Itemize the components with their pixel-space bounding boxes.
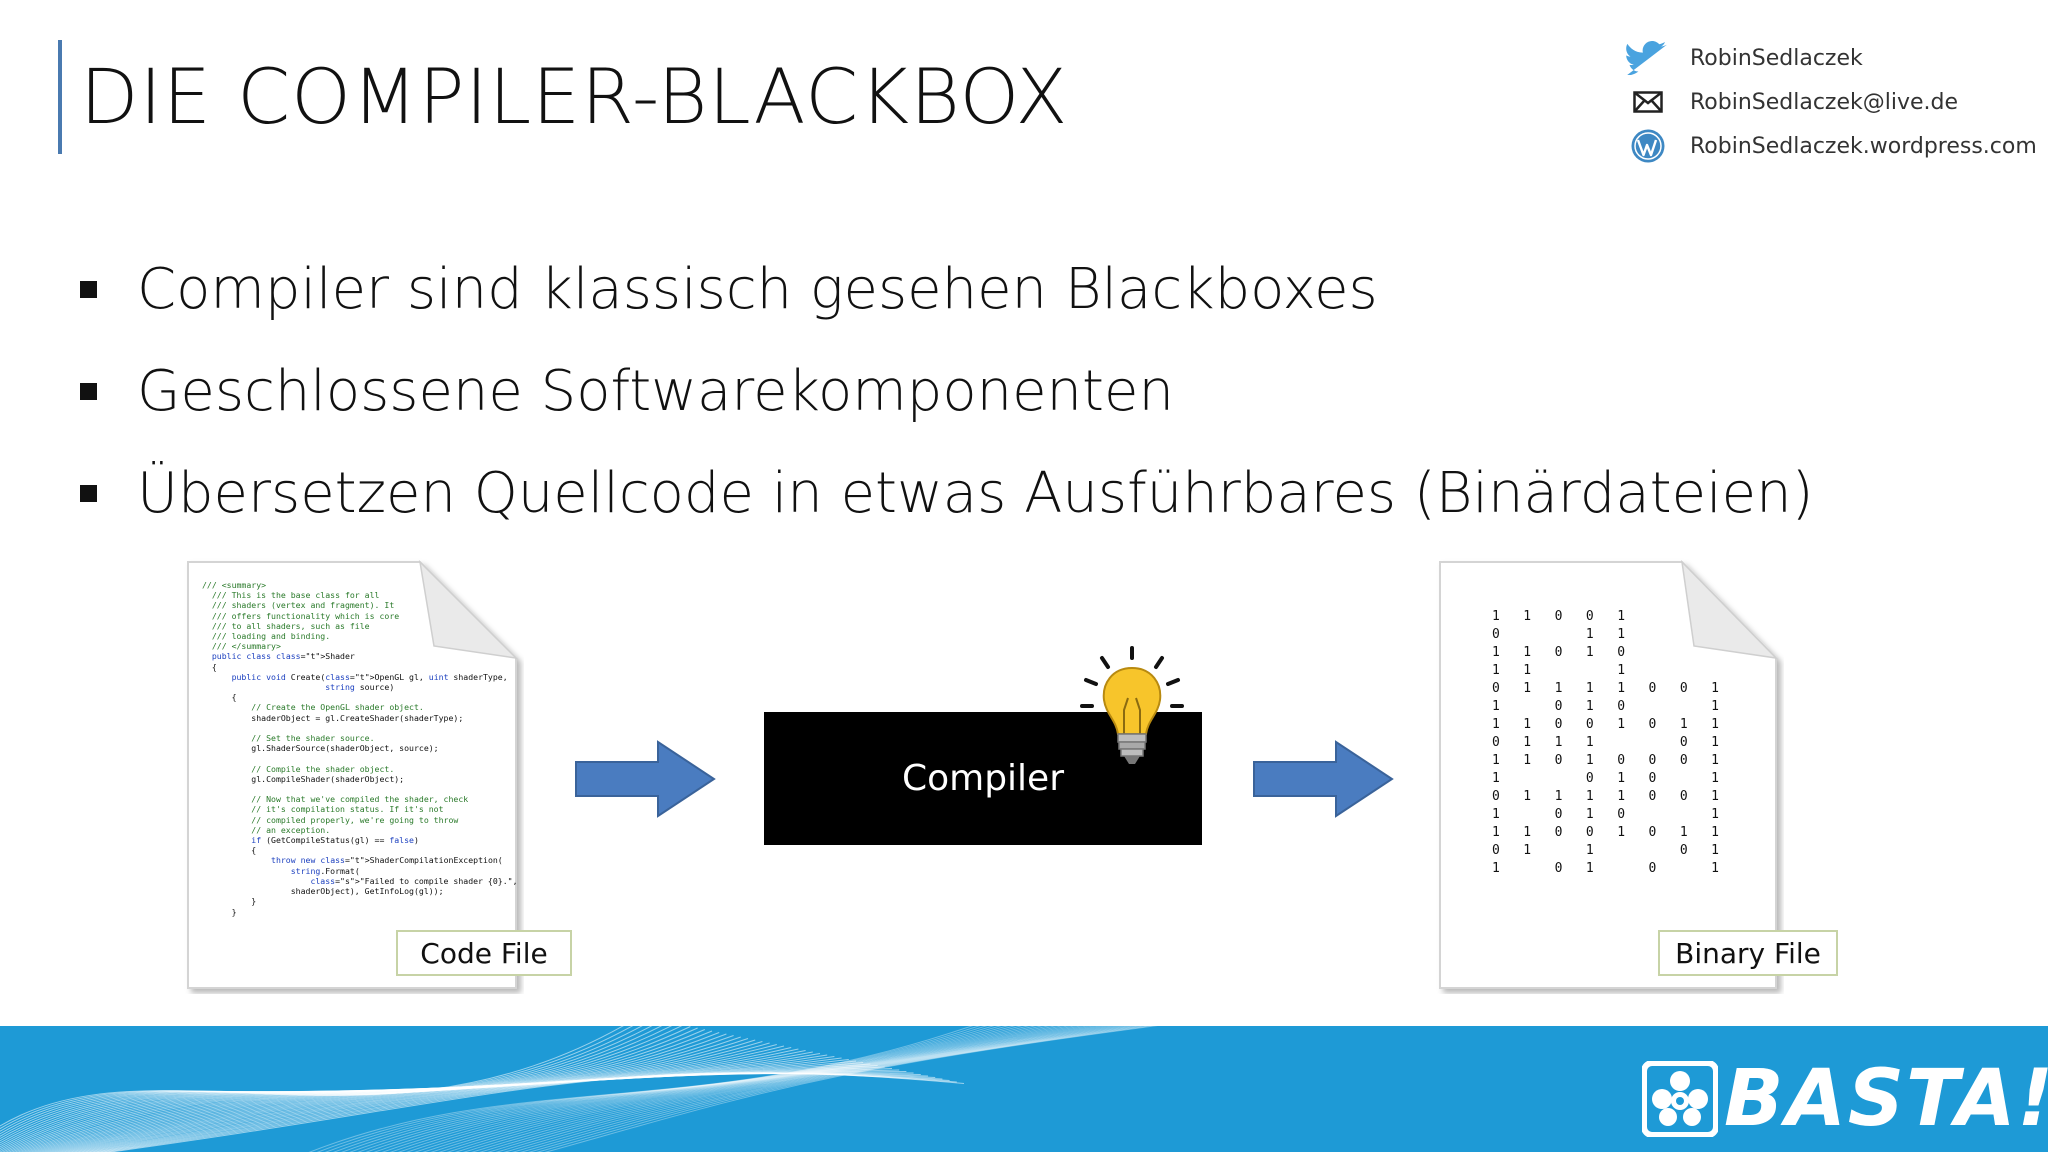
lightbulb-icon	[1080, 646, 1184, 764]
footer-banner	[0, 1026, 2048, 1152]
bullet-text: Übersetzen Quellcode in etwas Ausführbar…	[137, 460, 1814, 526]
wordpress-icon	[1626, 128, 1670, 164]
brand-text: BASTA!	[1724, 1054, 2048, 1144]
document-page-icon	[187, 559, 519, 989]
contact-wordpress[interactable]: RobinSedlaczek.wordpress.com	[1626, 124, 2037, 168]
code-preview: /// <summary> /// This is the base class…	[202, 580, 518, 917]
slide-title: DIE COMPILER-BLACKBOX	[80, 52, 1069, 141]
bullet-item: Compiler sind klassisch gesehen Blackbox…	[80, 238, 1813, 340]
bullet-marker	[80, 484, 97, 502]
title-accent-bar	[58, 40, 62, 154]
basta-logo: BASTA!	[1642, 1054, 2048, 1144]
bullet-marker	[80, 382, 97, 400]
mail-icon	[1626, 84, 1670, 120]
bullet-text: Geschlossene Softwarekomponenten	[137, 358, 1174, 424]
contact-twitter[interactable]: RobinSedlaczek	[1626, 36, 2037, 80]
bullet-list: Compiler sind klassisch gesehen Blackbox…	[80, 238, 1813, 544]
document-page-icon	[1439, 559, 1779, 989]
contact-mail-text: RobinSedlaczek@live.de	[1690, 89, 1959, 115]
arrow-right-icon	[1253, 740, 1394, 818]
bullet-item: Übersetzen Quellcode in etwas Ausführbar…	[80, 442, 1813, 544]
compiler-label: Compiler	[901, 758, 1065, 799]
twitter-icon	[1626, 40, 1670, 76]
binary-file-label: Binary File	[1658, 930, 1838, 976]
contact-twitter-text: RobinSedlaczek	[1690, 45, 1863, 71]
binary-preview: 1 1 0 0 1 0 1 1 1 1 0 1 0 1 1 1 0 1 1 1 …	[1492, 609, 1719, 876]
bullet-marker	[80, 280, 97, 298]
contact-wordpress-text: RobinSedlaczek.wordpress.com	[1690, 133, 2037, 159]
wave-pattern	[0, 1026, 2048, 1152]
bullet-text: Compiler sind klassisch gesehen Blackbox…	[137, 256, 1378, 322]
code-file-label: Code File	[396, 930, 572, 976]
binary-file-document: 1 1 0 0 1 0 1 1 1 1 0 1 0 1 1 1 0 1 1 1 …	[1436, 558, 1784, 994]
arrow-right-icon	[575, 740, 716, 818]
flower-icon	[1642, 1061, 1718, 1137]
code-file-document: /// <summary> /// This is the base class…	[184, 558, 524, 994]
contact-list: RobinSedlaczek RobinSedlaczek@live.de Ro…	[1626, 36, 2037, 168]
contact-mail[interactable]: RobinSedlaczek@live.de	[1626, 80, 2037, 124]
bullet-item: Geschlossene Softwarekomponenten	[80, 340, 1813, 442]
